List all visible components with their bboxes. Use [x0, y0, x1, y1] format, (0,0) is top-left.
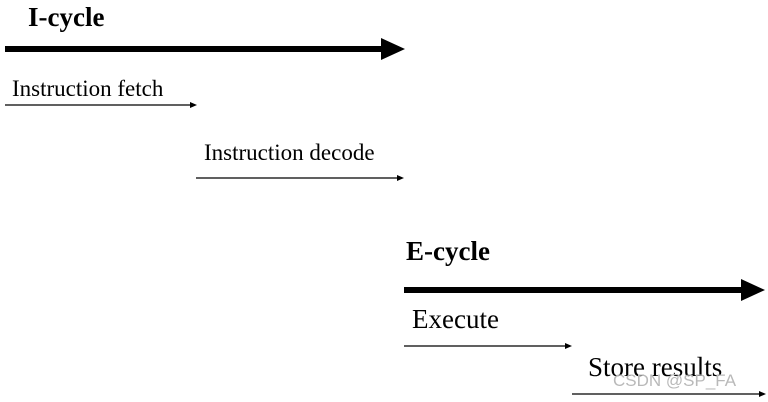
- execute-label: Execute: [412, 304, 499, 334]
- i-cycle-title: I-cycle: [28, 2, 105, 32]
- watermark: CSDN @SP_FA: [613, 371, 737, 390]
- store-arrow: [572, 391, 766, 397]
- execute-arrow: [404, 343, 572, 349]
- instruction-fetch-label: Instruction fetch: [12, 76, 164, 101]
- instruction-decode-label: Instruction decode: [204, 140, 375, 165]
- i-cycle-arrow: [5, 38, 405, 60]
- store-results-label: Store results: [588, 352, 723, 382]
- fetch-arrow: [5, 102, 197, 108]
- e-cycle-title: E-cycle: [406, 236, 490, 266]
- decode-arrow: [196, 175, 404, 181]
- e-cycle-arrow: [404, 279, 765, 301]
